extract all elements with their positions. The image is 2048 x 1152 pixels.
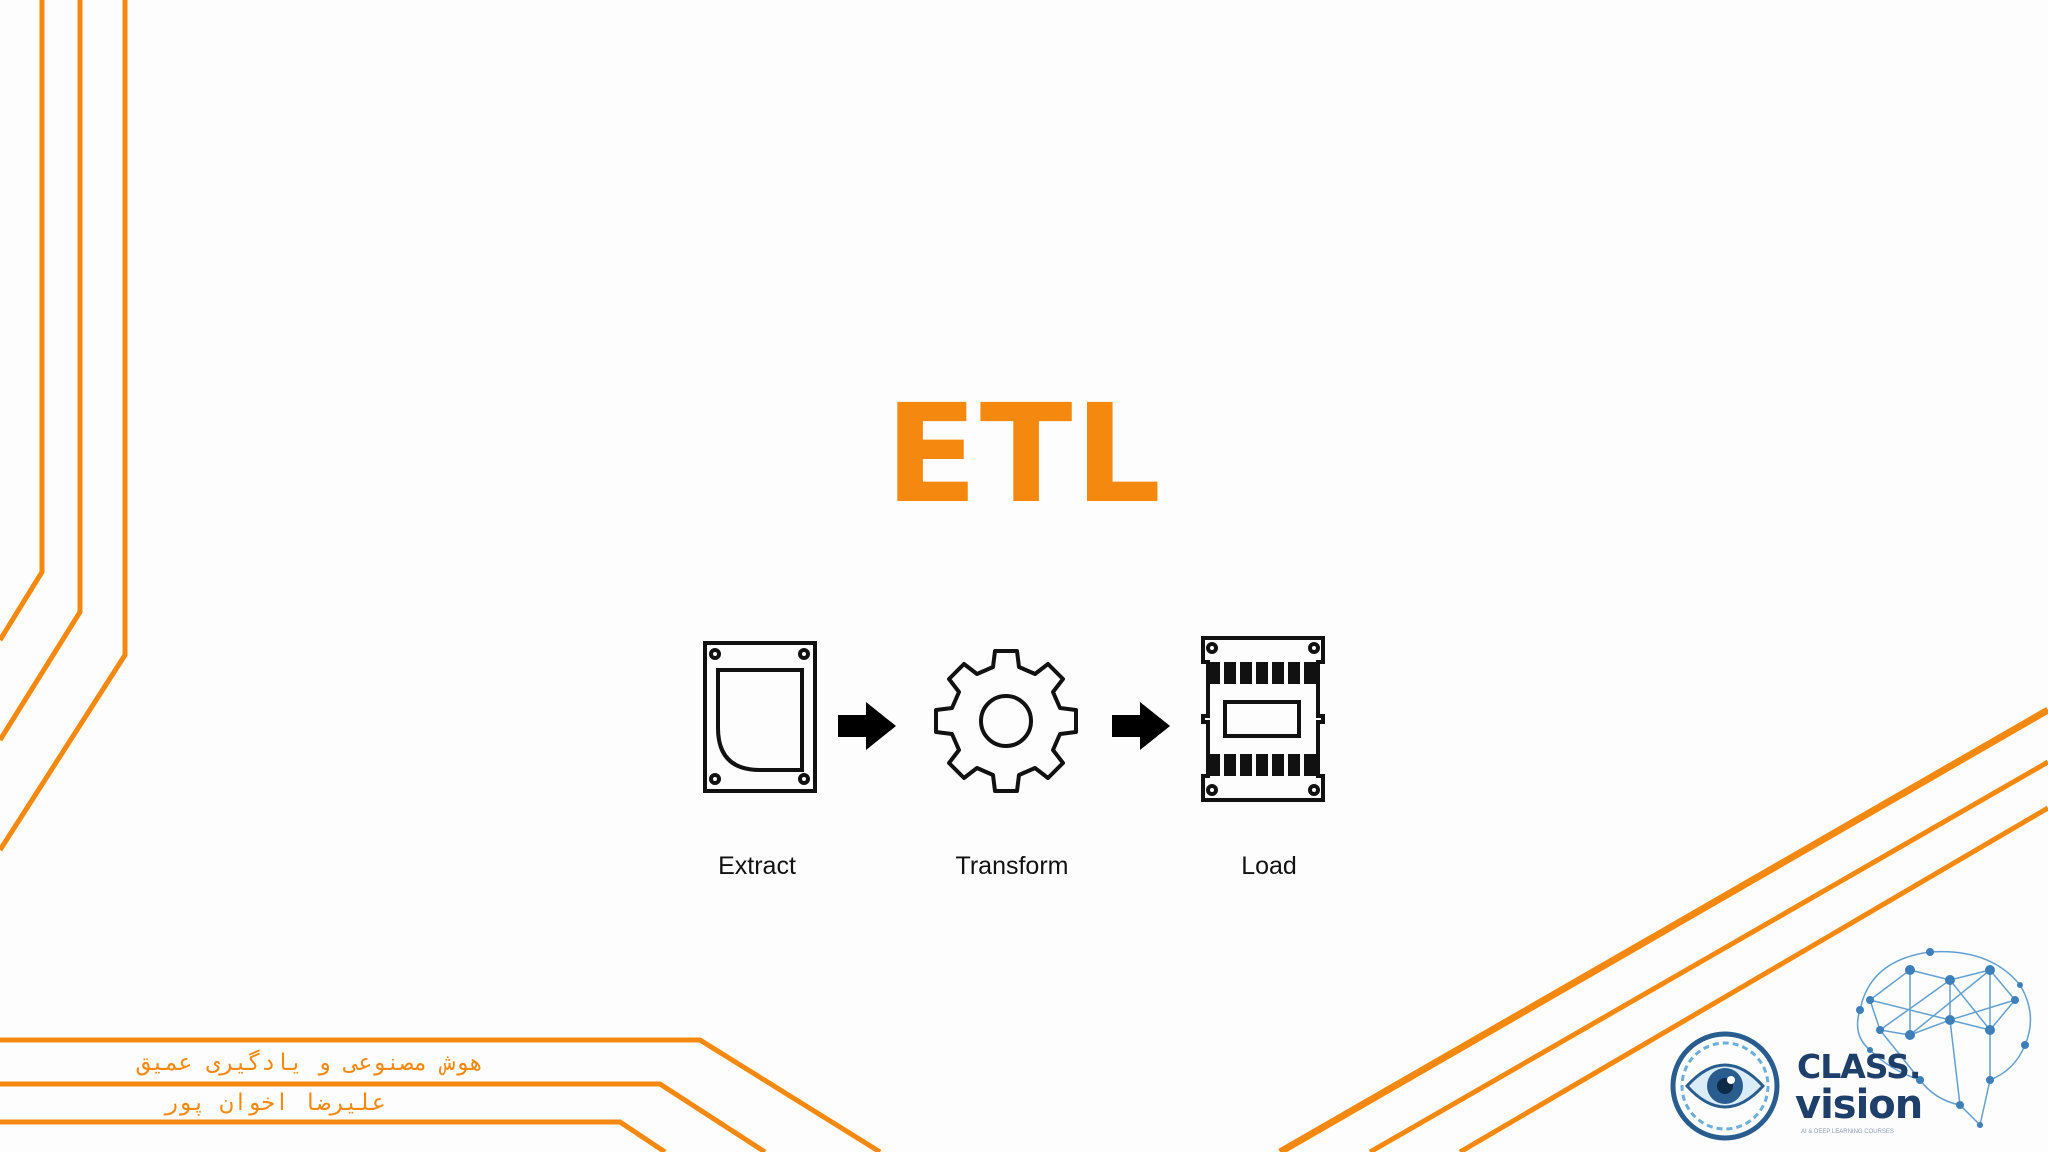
stage-label-extract: Extract <box>718 852 796 880</box>
stage-label-load: Load <box>1241 852 1297 880</box>
right-arrow-icon <box>1112 702 1170 750</box>
right-frame-line <box>1278 706 2048 1152</box>
logo-wordmark-class: CLASS. <box>1797 1047 1921 1086</box>
right-frame-line <box>1368 759 2048 1152</box>
left-frame-line <box>0 0 83 742</box>
left-frame-line <box>0 0 128 852</box>
bottom-frame-line <box>0 1081 767 1152</box>
bottom-frame-line <box>0 1037 882 1152</box>
footer-course-title: هوش مصنوعی و یادگیری عمیق <box>136 1050 484 1076</box>
right-arrow-icon <box>838 702 896 750</box>
eye-emblem-icon <box>1670 1031 1780 1141</box>
gear-icon <box>934 649 1078 793</box>
right-frame-line <box>1458 805 2048 1152</box>
memory-chip-icon <box>1201 636 1325 802</box>
logo-wordmark-vision: vision <box>1795 1082 1923 1128</box>
footer-author-name: علیرضا اخوان پور <box>164 1090 386 1116</box>
left-frame-line <box>0 0 45 642</box>
brain-network-icon <box>1856 948 2032 1128</box>
slide-title: ETL <box>884 376 1164 534</box>
bottom-frame-line <box>0 1119 667 1152</box>
hard-drive-icon <box>703 641 817 793</box>
stage-label-transform: Transform <box>955 852 1069 880</box>
logo-tagline: AI & DEEP LEARNING COURSES <box>1801 1129 1894 1135</box>
class-vision-logo: CLASS. vision AI & DEEP LEARNING COURSES <box>1665 940 2045 1141</box>
